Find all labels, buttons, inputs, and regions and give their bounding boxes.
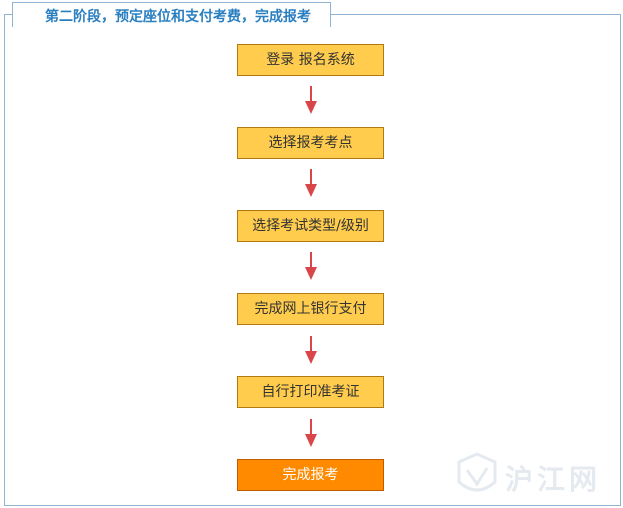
- step-complete-registration: 完成报考: [237, 459, 384, 491]
- arrow-down-icon: [305, 336, 317, 364]
- arrow-down-icon: [305, 169, 317, 197]
- watermark-logo-icon: [457, 452, 497, 492]
- title-tab: 第二阶段，预定座位和支付考费，完成报考: [12, 2, 331, 27]
- arrow-down-icon: [305, 252, 317, 280]
- step-online-payment: 完成网上银行支付: [237, 293, 384, 325]
- step-print-admission-ticket: 自行打印准考证: [237, 376, 384, 408]
- step-select-exam-type: 选择考试类型/级别: [237, 210, 384, 242]
- watermark: 沪江网: [455, 452, 620, 504]
- watermark-text: 沪江网: [505, 463, 602, 496]
- diagram-title: 第二阶段，预定座位和支付考费，完成报考: [45, 9, 311, 25]
- arrow-down-icon: [305, 86, 317, 114]
- step-select-exam-site: 选择报考考点: [237, 127, 384, 159]
- step-login: 登录 报名系统: [237, 44, 384, 76]
- arrow-down-icon: [305, 419, 317, 447]
